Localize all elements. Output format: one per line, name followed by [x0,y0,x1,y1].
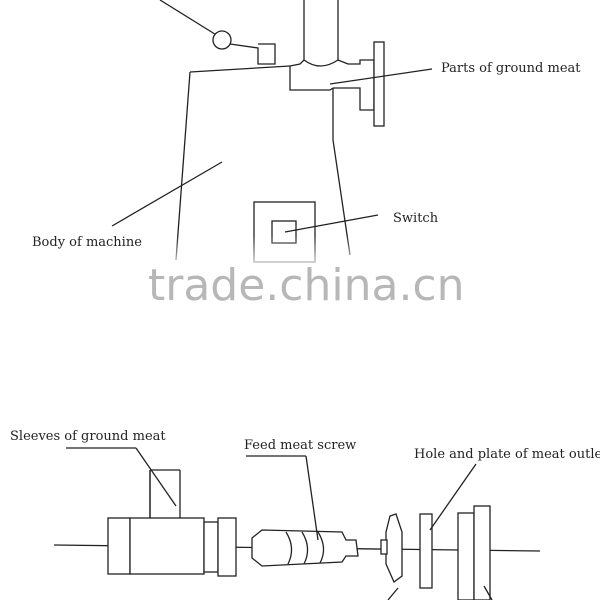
label-sleeves-ground-meat: Sleeves of ground meat [10,429,166,444]
leader-screw [305,455,319,541]
blade-hub [380,539,388,555]
hopper-tube [303,0,339,67]
leader-sleeve [135,447,177,507]
leader-hole-plate [429,463,477,531]
outlet-nut [473,505,491,600]
exploded-parts-view: Sleeves of ground meat Feed meat screw H… [10,429,600,600]
sleeve-feed-tube [149,469,181,518]
hole-plate [419,513,433,589]
lever-arm [229,43,276,65]
label-parts-ground-meat: Parts of ground meat [441,61,581,76]
grinder-head [289,59,375,111]
sleeve-ring [203,521,219,573]
machine-body [175,65,351,261]
fade-overlay [150,235,390,275]
assembled-machine-view: Parts of ground meat Switch Body of mach… [32,0,581,275]
feed-screw [251,529,359,567]
sleeve-right-flange [217,517,237,577]
leader-switch [284,214,379,233]
outlet-plate [373,41,385,127]
screw-threads [285,531,325,565]
cutter-blade [385,513,403,584]
label-body-of-machine: Body of machine [32,235,142,250]
leader-parts-ground-meat [329,68,433,85]
outlet-ring [457,512,475,600]
leader-body [111,161,223,227]
watermark: trade.china.cn [148,260,465,311]
leader-blade-bottom [387,587,399,600]
lever-line [159,0,219,37]
lever-knob [212,30,232,50]
sleeve-body [129,517,205,575]
label-hole-plate-outlet: Hole and plate of meat outlet [414,447,600,462]
sleeve-left-flange [107,517,131,575]
label-feed-meat-screw: Feed meat screw [244,438,356,453]
label-switch: Switch [393,211,439,226]
leader-nut-bottom [483,585,493,600]
